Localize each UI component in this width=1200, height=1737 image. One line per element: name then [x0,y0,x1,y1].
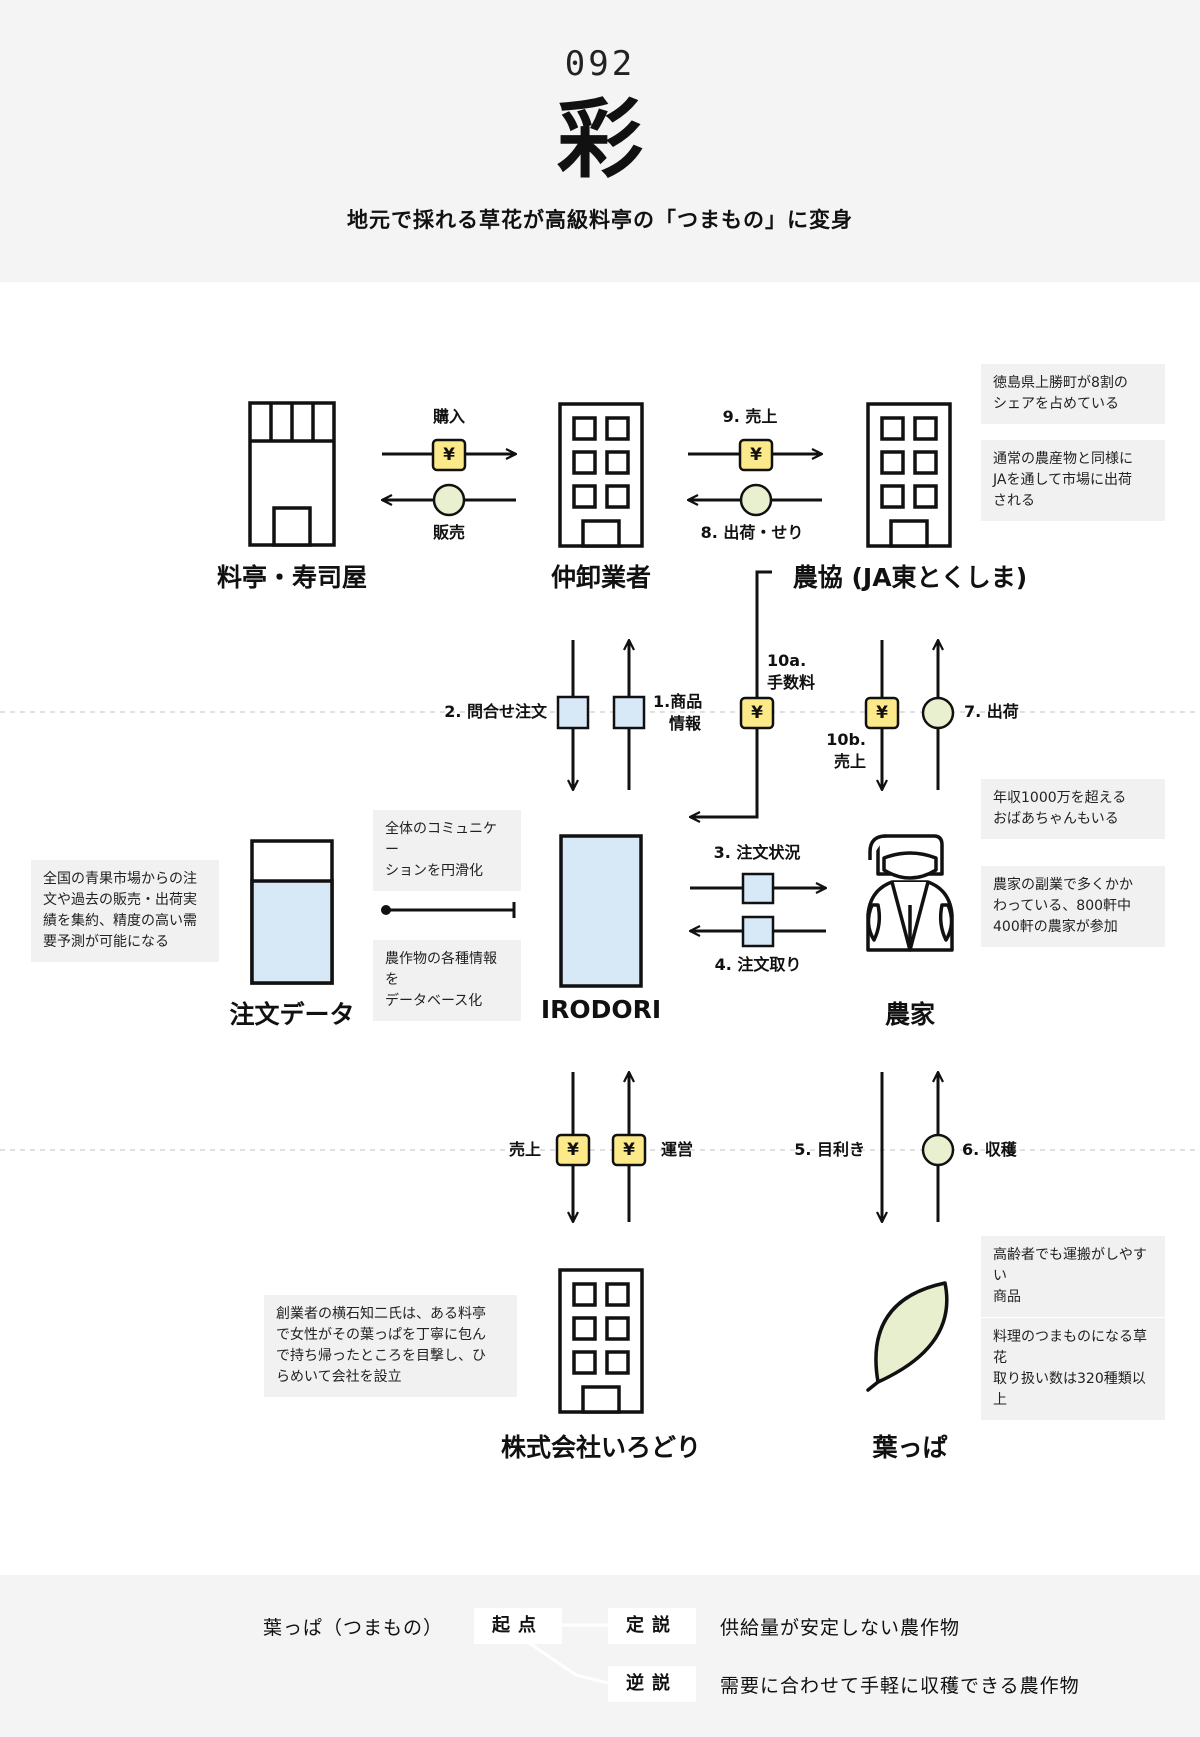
flow-operation-label: 運営 [661,1140,694,1159]
info-marker [556,695,590,730]
yen-marker [555,1133,591,1167]
yen-marker [864,696,900,730]
f10a-arrow [690,570,772,817]
flow-f1-label-line2: 情報 [669,714,702,733]
footer-origin-box: 起点 [474,1608,562,1644]
flow-revenue-label: 売上 [508,1140,541,1159]
node-ryotei-label: 料亭・寿司屋 [216,563,368,592]
footer-band [0,1575,1200,1737]
flow-f6-label: 6. 収穫 [962,1140,1017,1159]
flow-f10b-label-line1: 10b. [826,730,866,749]
note-database: 農作物の各種情報をデータベース化 [373,940,521,1021]
info-marker [612,695,646,730]
flow-f4-label: 4. 注文取り [714,955,802,974]
yen-marker [738,438,774,472]
restaurant-icon [248,401,336,547]
header-band [0,0,1200,282]
node-order-data-label: 注文データ [229,1000,355,1029]
leaf-icon [866,1281,949,1392]
flow-sales-label: 販売 [432,523,466,542]
note-grandma: 年収1000万を超えるおばあちゃんもいる [981,779,1165,839]
flow-f7-label: 7. 出荷 [964,702,1019,721]
node-leaf-label: 葉っぱ [872,1433,948,1462]
flow-f10b-label-line2: 売上 [833,752,866,771]
case-subtitle: 地元で採れる草花が高級料亭の「つまもの」に変身 [347,208,853,232]
flow-f3-label: 3. 注文状況 [713,843,801,862]
flow-f1-label-line1: 1.商品 [653,692,703,711]
node-farmer-label: 農家 [884,1000,936,1029]
yen-symbol: ¥ [443,445,455,465]
yen-symbol: ¥ [750,445,762,465]
node-wholesaler-label: 仲卸業者 [550,563,652,592]
info-marker [741,915,775,948]
flow-purchase-label: 購入 [432,407,466,426]
case-number: 092 [564,44,636,84]
yen-symbol: ¥ [623,1140,635,1160]
note-forecast: 全国の青果市場からの注文や過去の販売・出荷実績を集約、精度の高い需要予測が可能に… [31,860,219,962]
goods-marker [921,1133,955,1167]
company-building-icon [558,1268,644,1414]
footer-antithesis-box: 逆説 [608,1666,696,1702]
footer-subject: 葉っぱ（つまもの） [263,1617,444,1639]
data-connector-dot [381,905,391,915]
footer-thesis-text: 供給量が安定しない農作物 [720,1617,961,1639]
yen-symbol: ¥ [567,1140,579,1160]
flow-f10a-label-line2: 手数料 [767,673,816,692]
flow-f8-label: 8. 出荷・せり [700,523,804,542]
flow-f9-label: 9. 売上 [722,407,778,426]
node-irodori-label: IRODORI [540,995,662,1024]
yen-marker [611,1133,647,1167]
flow-f2-label: 2. 問合せ注文 [444,702,547,721]
ja-building-icon [866,402,952,548]
goods-marker [921,696,955,730]
note-varieties: 料理のつまものになる草花取り扱い数は320種類以上 [981,1318,1165,1420]
goods-marker [432,483,466,517]
footer-thesis-box: 定説 [608,1608,696,1644]
farmer-icon [866,834,954,952]
footer-antithesis-text: 需要に合わせて手軽に収穫できる農作物 [720,1675,1080,1697]
yen-symbol: ¥ [876,703,888,723]
case-title: 彩 [557,90,643,190]
note-ja-share: 徳島県上勝町が8割のシェアを占めている [981,364,1165,424]
footer-connector [525,1623,609,1685]
irodori-system-icon [559,834,643,988]
note-easy-transport: 高齢者でも運搬がしやすい商品 [981,1236,1165,1317]
wholesaler-building-icon [558,402,644,548]
order-data-icon [250,839,334,985]
node-ja-label: 農協 (JA東とくしま) [792,563,1028,592]
note-communication: 全体のコミュニケーションを円滑化 [373,810,521,891]
yen-marker [739,696,775,730]
flow-f5-label: 5. 目利き [794,1140,865,1159]
flow-f10a-label-line1: 10a. [767,651,807,670]
info-marker [741,872,775,905]
goods-marker [739,483,773,517]
yen-symbol: ¥ [751,703,763,723]
node-company-label: 株式会社いろどり [500,1433,702,1462]
yen-marker [431,438,467,472]
note-founder: 創業者の横石知二氏は、ある料亭で女性がその葉っぱを丁寧に包んで持ち帰ったところを… [264,1295,517,1397]
